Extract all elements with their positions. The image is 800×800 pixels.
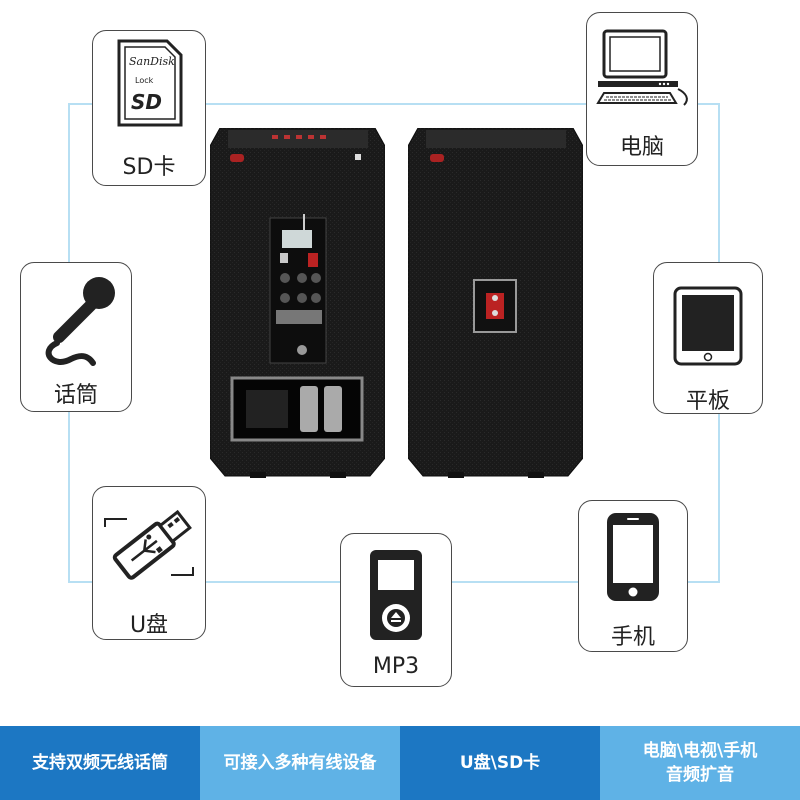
usb-label: U盘 (129, 613, 169, 638)
usb-card: U盘 (92, 486, 206, 640)
feature-wireless-mic: 支持双频无线话筒 (0, 726, 200, 800)
feature-audio-amplify: 电脑\电视\手机 音频扩音 (600, 726, 800, 800)
feature-bar: 支持双频无线话筒 可接入多种有线设备 U盘\SD卡 电脑\电视\手机 音频扩音 (0, 726, 800, 800)
tablet-label: 平板 (685, 389, 730, 414)
tablet-card: 平板 (653, 262, 763, 414)
speaker-left (210, 128, 385, 478)
mp3-player-icon (370, 550, 422, 640)
usb-icon (104, 509, 194, 580)
microphone-icon (45, 277, 115, 366)
sd-brand-text: SanDisk (129, 55, 175, 68)
speaker-right (408, 128, 583, 478)
smartphone-icon (607, 513, 659, 601)
microphone-label: 话筒 (53, 383, 98, 408)
sd-card-label: SD卡 (122, 155, 176, 180)
tablet-icon (673, 286, 743, 366)
computer-label: 电脑 (619, 135, 664, 160)
sd-card-card: SanDisk Lock SD SD卡 (92, 30, 206, 186)
feature-wired-devices: 可接入多种有线设备 (200, 726, 400, 800)
sd-logo-text: SD (131, 90, 162, 114)
computer-icon (596, 29, 688, 106)
microphone-card: 话筒 (20, 262, 132, 412)
mp3-label: MP3 (372, 654, 420, 679)
feature-usb-sd: U盘\SD卡 (400, 726, 600, 800)
feature-audio-line1: 电脑\电视\手机 (642, 741, 758, 761)
phone-label: 手机 (610, 625, 655, 650)
sd-lock-text: Lock (135, 76, 154, 85)
sd-card-icon: SanDisk Lock SD (117, 39, 183, 127)
computer-card: 电脑 (586, 12, 698, 166)
feature-audio-line2: 音频扩音 (666, 765, 734, 785)
phone-card: 手机 (578, 500, 688, 652)
mp3-card: MP3 (340, 533, 452, 687)
